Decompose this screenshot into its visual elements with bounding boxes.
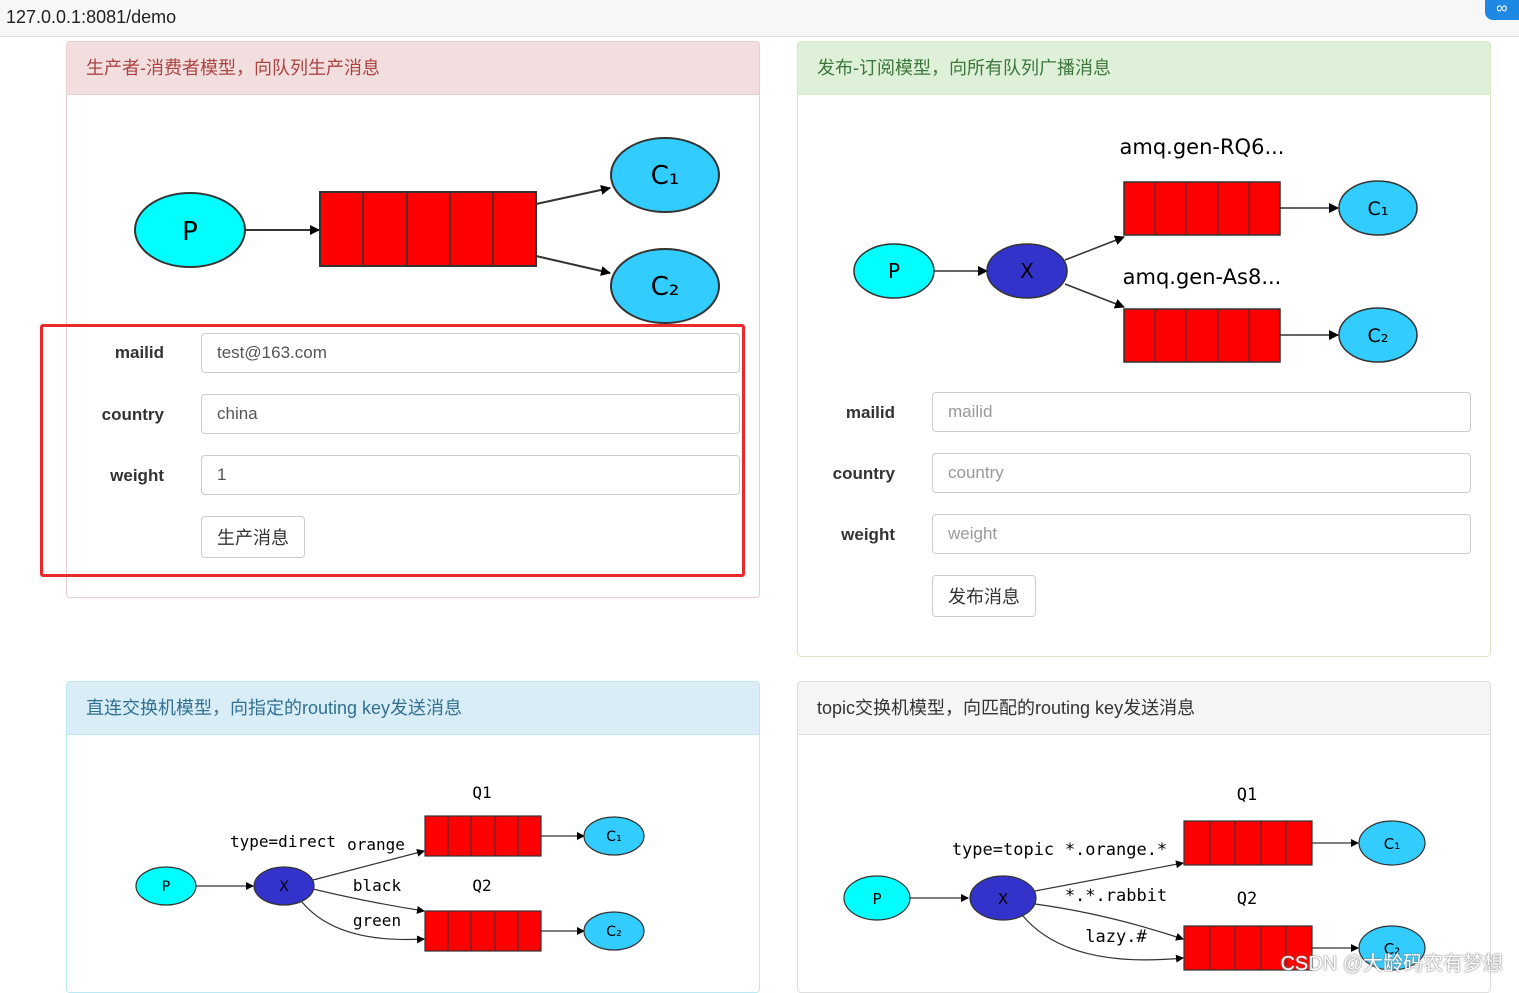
producer-label: P	[182, 217, 198, 247]
consumer1-node	[583, 816, 645, 856]
routing-key-1: *.orange.*	[1065, 840, 1167, 860]
svg-text:C₂: C₂	[1368, 325, 1389, 347]
panel-title: 生产者-消费者模型，向队列生产消息	[67, 42, 759, 95]
csdn-watermark: CSDN @大龄码农有梦想	[1280, 953, 1503, 975]
browser-address-bar[interactable]: 127.0.0.1:8081/demo ∞	[0, 0, 1519, 37]
country-input[interactable]	[932, 453, 1471, 493]
svg-text:C₂: C₂	[1384, 940, 1401, 958]
q2-label: Q2	[472, 876, 491, 895]
q1-block	[1183, 820, 1313, 866]
routing-key-orange: orange	[347, 835, 405, 854]
queue2-block	[1123, 308, 1281, 363]
country-input[interactable]	[201, 394, 740, 434]
consumer2-node	[610, 248, 720, 324]
publish-subscribe-diagram: P X amq.gen-RQ6... amq.gen-As8... C₁ C₂	[853, 135, 1418, 363]
topic-exchange-diagram: P X type=topic *.orange.* *.*.rabbit laz…	[843, 785, 1426, 971]
mailid-input[interactable]	[932, 392, 1471, 432]
q2-label: Q2	[1237, 889, 1257, 909]
direct-exchange-diagram: P X type=direct orange black green Q1 Q2	[135, 783, 645, 952]
svg-text:P: P	[888, 259, 900, 283]
svg-text:C₂: C₂	[651, 272, 680, 302]
mailid-label: mailid	[845, 403, 895, 422]
routing-key-3: lazy.#	[1085, 927, 1147, 947]
produce-message-button[interactable]: 生产消息	[201, 516, 305, 558]
queue1-block	[1123, 181, 1281, 236]
svg-text:X: X	[998, 890, 1008, 908]
q1-block	[424, 815, 542, 857]
svg-text:C₂: C₂	[606, 924, 621, 940]
queue2-name: amq.gen-As8...	[1123, 265, 1282, 289]
routing-key-2: *.*.rabbit	[1065, 886, 1167, 906]
q1-label: Q1	[472, 783, 491, 802]
exchange-type: type=direct	[230, 832, 336, 851]
queue1-name: amq.gen-RQ6...	[1120, 135, 1285, 159]
consumer2-node	[1358, 925, 1426, 971]
weight-input[interactable]	[932, 514, 1471, 554]
exchange-node	[986, 243, 1068, 299]
q2-block	[424, 910, 542, 952]
country-label: country	[832, 464, 895, 483]
direct-exchange-panel: 直连交换机模型，向指定的routing key发送消息 P X type=dir…	[66, 681, 760, 993]
svg-text:C₁: C₁	[1384, 835, 1401, 853]
routing-key-black: black	[353, 876, 402, 895]
queue-block	[319, 191, 537, 267]
exchange-type: type=topic	[952, 840, 1054, 860]
consumer1-node	[1338, 180, 1418, 236]
svg-text:P: P	[162, 879, 170, 895]
mailid-label: mailid	[114, 343, 164, 362]
publish-subscribe-panel: 发布-订阅模型，向所有队列广播消息 P X amq.gen-RQ6... amq…	[797, 41, 1491, 657]
weight-label: weight	[841, 525, 895, 544]
country-label: country	[101, 405, 164, 424]
highlight-box	[40, 324, 745, 577]
url-text[interactable]: 127.0.0.1:8081/demo	[6, 7, 177, 27]
consumer1-node	[1358, 820, 1426, 866]
topic-exchange-panel: topic交换机模型，向匹配的routing key发送消息 P X type=…	[797, 681, 1491, 993]
consumer2-node	[583, 911, 645, 951]
svg-text:X: X	[279, 879, 289, 895]
panel-title: 发布-订阅模型，向所有队列广播消息	[798, 42, 1490, 95]
svg-text:P: P	[872, 890, 881, 908]
svg-text:C₁: C₁	[606, 829, 621, 845]
exchange-node	[253, 866, 315, 906]
svg-text:C₁: C₁	[651, 161, 680, 191]
consumer2-node	[1338, 307, 1418, 363]
producer-consumer-panel: 生产者-消费者模型，向队列生产消息 P C₁ C₂ mailid country…	[66, 41, 760, 598]
panel-title: 直连交换机模型，向指定的routing key发送消息	[67, 682, 759, 735]
panel-title: topic交换机模型，向匹配的routing key发送消息	[798, 682, 1490, 735]
mailid-input[interactable]	[201, 333, 740, 373]
svg-text:C₁: C₁	[1368, 198, 1389, 220]
extension-icon[interactable]: ∞	[1485, 0, 1519, 20]
routing-key-green: green	[353, 911, 401, 930]
weight-input[interactable]	[201, 455, 740, 495]
exchange-node	[969, 875, 1037, 921]
svg-text:X: X	[1020, 259, 1034, 283]
weight-label: weight	[110, 466, 164, 485]
producer-consumer-diagram: P C₁ C₂	[134, 137, 720, 324]
publish-message-button[interactable]: 发布消息	[932, 575, 1036, 617]
consumer1-node	[610, 137, 720, 213]
q1-label: Q1	[1237, 785, 1257, 805]
